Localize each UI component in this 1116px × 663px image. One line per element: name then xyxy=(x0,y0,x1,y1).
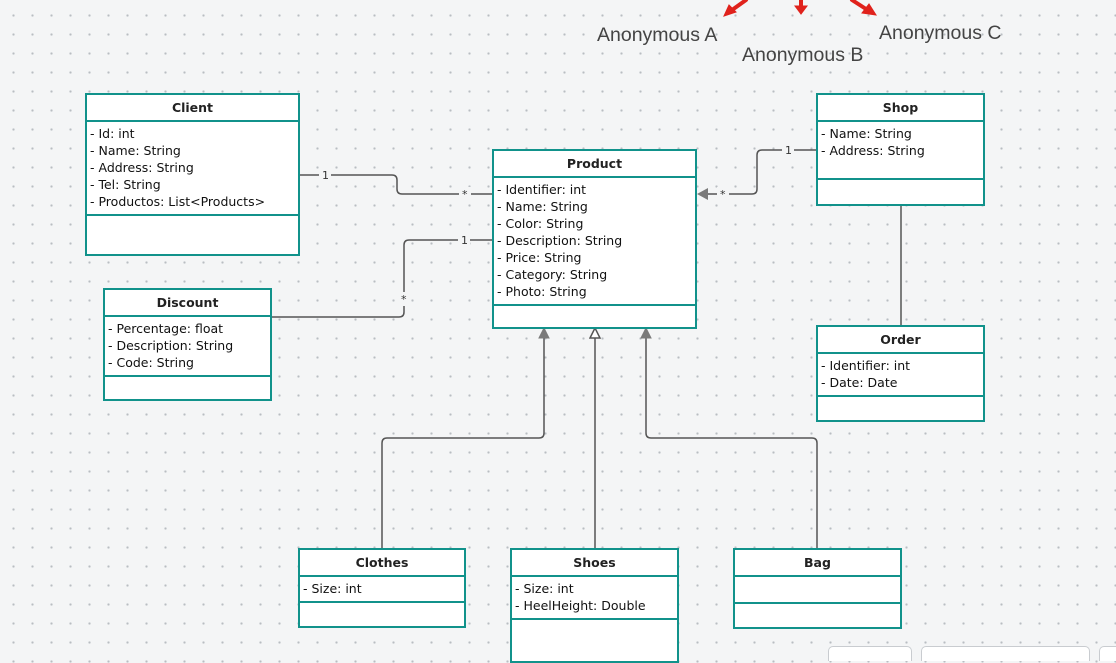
class-client[interactable]: Client - Id: int - Name: String - Addres… xyxy=(85,93,300,256)
label-anonymous-b: Anonymous B xyxy=(742,44,864,66)
class-shoes-name: Shoes xyxy=(512,550,677,577)
toolbar-panel[interactable] xyxy=(921,646,1090,661)
class-product-name: Product xyxy=(494,151,695,178)
class-attribute: - Price: String xyxy=(497,250,582,265)
class-attribute: - Code: String xyxy=(108,355,194,370)
class-product-methods xyxy=(494,306,695,327)
edge-shop-product-arrowhead xyxy=(697,188,708,200)
class-shop-methods xyxy=(818,180,983,204)
class-discount-attributes: - Percentage: float - Description: Strin… xyxy=(105,317,270,377)
toolbar-panel-edge[interactable] xyxy=(1099,646,1116,661)
class-attribute: - Size: int xyxy=(303,581,362,596)
class-clothes[interactable]: Clothes - Size: int xyxy=(298,548,466,628)
mult-product-discount-end: 1 xyxy=(461,234,468,247)
class-attribute: - Date: Date xyxy=(821,375,898,390)
class-discount-methods xyxy=(105,377,270,399)
class-attribute: - Photo: String xyxy=(497,284,587,299)
mult-discount-end: * xyxy=(401,293,407,306)
class-attribute: - Identifier: int xyxy=(497,182,587,197)
class-shoes-attributes: - Size: int - HeelHeight: Double xyxy=(512,577,677,620)
class-bag[interactable]: Bag xyxy=(733,548,902,629)
class-attribute: - Tel: String xyxy=(90,177,161,192)
label-anonymous-c: Anonymous C xyxy=(879,22,1002,44)
class-attribute: - Percentage: float xyxy=(108,321,224,336)
class-bag-name: Bag xyxy=(735,550,900,577)
class-client-name: Client xyxy=(87,95,298,122)
class-attribute: - HeelHeight: Double xyxy=(515,598,646,613)
label-anonymous-a: Anonymous A xyxy=(597,24,718,46)
class-clothes-methods xyxy=(300,603,464,626)
class-shop-name: Shop xyxy=(818,95,983,122)
arrow-anonymous-a xyxy=(730,0,748,12)
class-discount[interactable]: Discount - Percentage: float - Descripti… xyxy=(103,288,272,401)
arrow-anonymous-c xyxy=(850,0,868,11)
toolbar-zoom-control[interactable] xyxy=(828,646,912,661)
class-order-name: Order xyxy=(818,327,983,354)
class-product[interactable]: Product - Identifier: int - Name: String… xyxy=(492,149,697,329)
class-shop[interactable]: Shop - Name: String - Address: String xyxy=(816,93,985,206)
mult-client-end: 1 xyxy=(322,169,329,182)
class-order-attributes: - Identifier: int - Date: Date xyxy=(818,354,983,397)
mult-product-client-end: * xyxy=(462,188,468,201)
class-attribute: - Description: String xyxy=(108,338,234,353)
mult-shop-end: 1 xyxy=(785,144,792,157)
class-client-attributes: - Id: int - Name: String - Address: Stri… xyxy=(87,122,298,216)
class-attribute: - Identifier: int xyxy=(821,358,911,373)
edge-bag-product[interactable] xyxy=(646,328,818,549)
multiplicity-labels: 1 * 1 * * 1 xyxy=(319,143,794,306)
class-shoes[interactable]: Shoes - Size: int - HeelHeight: Double xyxy=(510,548,679,663)
annotation-arrows xyxy=(723,0,878,17)
class-product-attributes: - Identifier: int - Name: String - Color… xyxy=(494,178,695,306)
mult-product-shop-end: * xyxy=(720,188,726,201)
class-attribute: - Color: String xyxy=(497,216,584,231)
class-bag-attributes xyxy=(735,577,900,604)
class-attribute: - Name: String xyxy=(497,199,588,214)
class-order[interactable]: Order - Identifier: int - Date: Date xyxy=(816,325,985,422)
class-attribute: - Description: String xyxy=(497,233,623,248)
class-attribute: - Address: String xyxy=(90,160,194,175)
edge-clothes-product[interactable] xyxy=(381,328,544,549)
class-attribute: - Category: String xyxy=(497,267,608,282)
class-attribute: - Id: int xyxy=(90,126,135,141)
class-attribute: - Size: int xyxy=(515,581,574,596)
class-shoes-methods xyxy=(512,620,677,661)
class-client-methods xyxy=(87,216,298,254)
edge-client-product[interactable] xyxy=(299,174,493,195)
class-bag-methods xyxy=(735,604,900,627)
class-order-methods xyxy=(818,397,983,420)
class-shop-attributes: - Name: String - Address: String xyxy=(818,122,983,180)
class-attribute: - Name: String xyxy=(821,126,912,141)
class-discount-name: Discount xyxy=(105,290,270,317)
class-clothes-attributes: - Size: int xyxy=(300,577,464,603)
class-clothes-name: Clothes xyxy=(300,550,464,577)
edge-shop-product[interactable] xyxy=(708,149,817,195)
class-attribute: - Productos: List<Products> xyxy=(90,194,266,209)
edge-discount-product[interactable] xyxy=(271,239,493,318)
class-attribute: - Name: String xyxy=(90,143,181,158)
class-attribute: - Address: String xyxy=(821,143,925,158)
